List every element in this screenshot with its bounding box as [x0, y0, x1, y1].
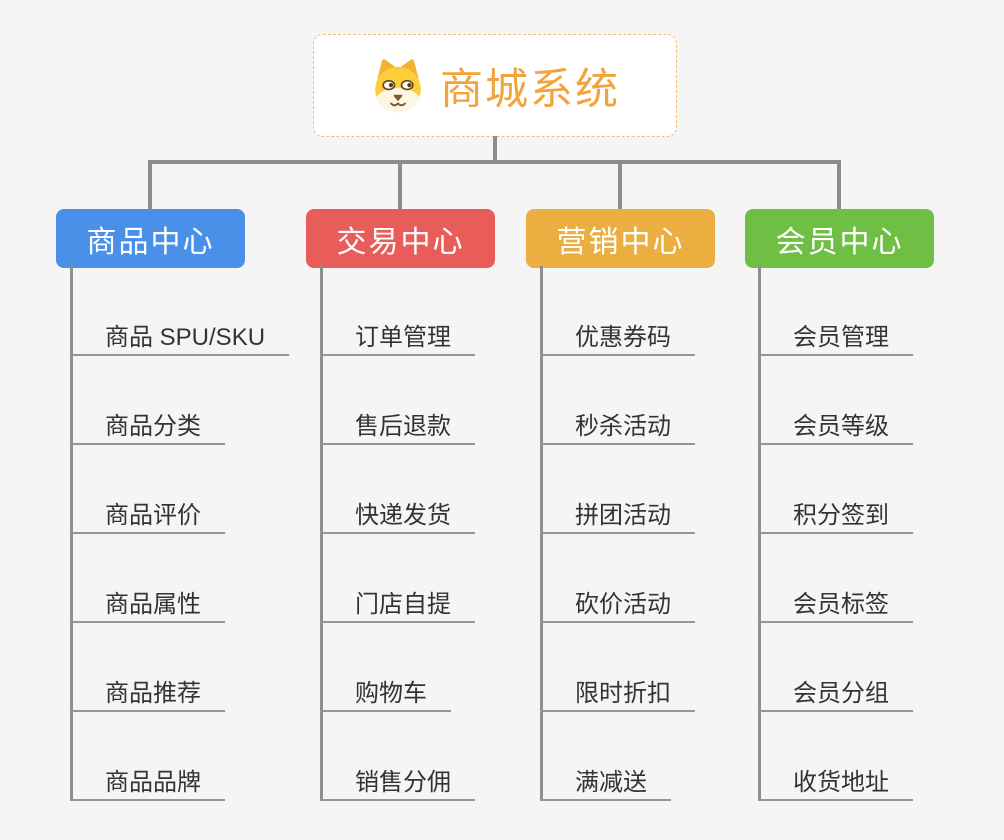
leaf-item[interactable]: 商品品牌	[70, 755, 225, 801]
branch-node-product-center[interactable]: 商品中心	[56, 209, 245, 268]
leaf-item[interactable]: 限时折扣	[540, 666, 695, 712]
connector-drop-marketing	[618, 160, 622, 210]
leaf-item[interactable]: 售后退款	[320, 399, 475, 445]
leaf-item[interactable]: 优惠券码	[540, 310, 695, 356]
connector-drop-product	[148, 160, 152, 210]
leaf-item[interactable]: 积分签到	[758, 488, 913, 534]
leaf-item[interactable]: 会员等级	[758, 399, 913, 445]
branch-label-member-center: 会员中心	[775, 225, 904, 259]
leaf-item[interactable]: 会员标签	[758, 577, 913, 623]
branch-label-trade-center: 交易中心	[336, 225, 465, 259]
leaf-item[interactable]: 收货地址	[758, 755, 913, 801]
dog-face-icon	[375, 58, 421, 112]
leaf-item[interactable]: 商品评价	[70, 488, 225, 534]
leaf-item[interactable]: 砍价活动	[540, 577, 695, 623]
root-node-mall-system[interactable]: 商城系统	[313, 34, 677, 137]
branch-label-product-center: 商品中心	[86, 225, 215, 259]
branch-node-marketing-center[interactable]: 营销中心	[526, 209, 715, 268]
connector-root-drop	[493, 136, 497, 162]
leaf-item[interactable]: 会员管理	[758, 310, 913, 356]
branch-label-marketing-center: 营销中心	[556, 225, 685, 259]
leaf-item[interactable]: 商品属性	[70, 577, 225, 623]
leaf-item[interactable]: 拼团活动	[540, 488, 695, 534]
leaf-item[interactable]: 满减送	[540, 755, 671, 801]
leaf-item[interactable]: 购物车	[320, 666, 451, 712]
connector-drop-trade	[398, 160, 402, 210]
leaf-item[interactable]: 销售分佣	[320, 755, 475, 801]
leaf-item[interactable]: 会员分组	[758, 666, 913, 712]
leaf-item[interactable]: 商品推荐	[70, 666, 225, 712]
connector-horizontal-bus	[148, 160, 841, 164]
branch-node-member-center[interactable]: 会员中心	[745, 209, 934, 268]
connector-drop-member	[837, 160, 841, 210]
leaf-item[interactable]: 商品分类	[70, 399, 225, 445]
branch-node-trade-center[interactable]: 交易中心	[306, 209, 495, 268]
leaf-item[interactable]: 订单管理	[320, 310, 475, 356]
leaf-item[interactable]: 商品 SPU/SKU	[70, 310, 290, 356]
root-title: 商城系统	[440, 65, 620, 114]
leaf-item[interactable]: 秒杀活动	[540, 399, 695, 445]
leaf-item[interactable]: 快递发货	[320, 488, 475, 534]
leaf-item[interactable]: 门店自提	[320, 577, 475, 623]
